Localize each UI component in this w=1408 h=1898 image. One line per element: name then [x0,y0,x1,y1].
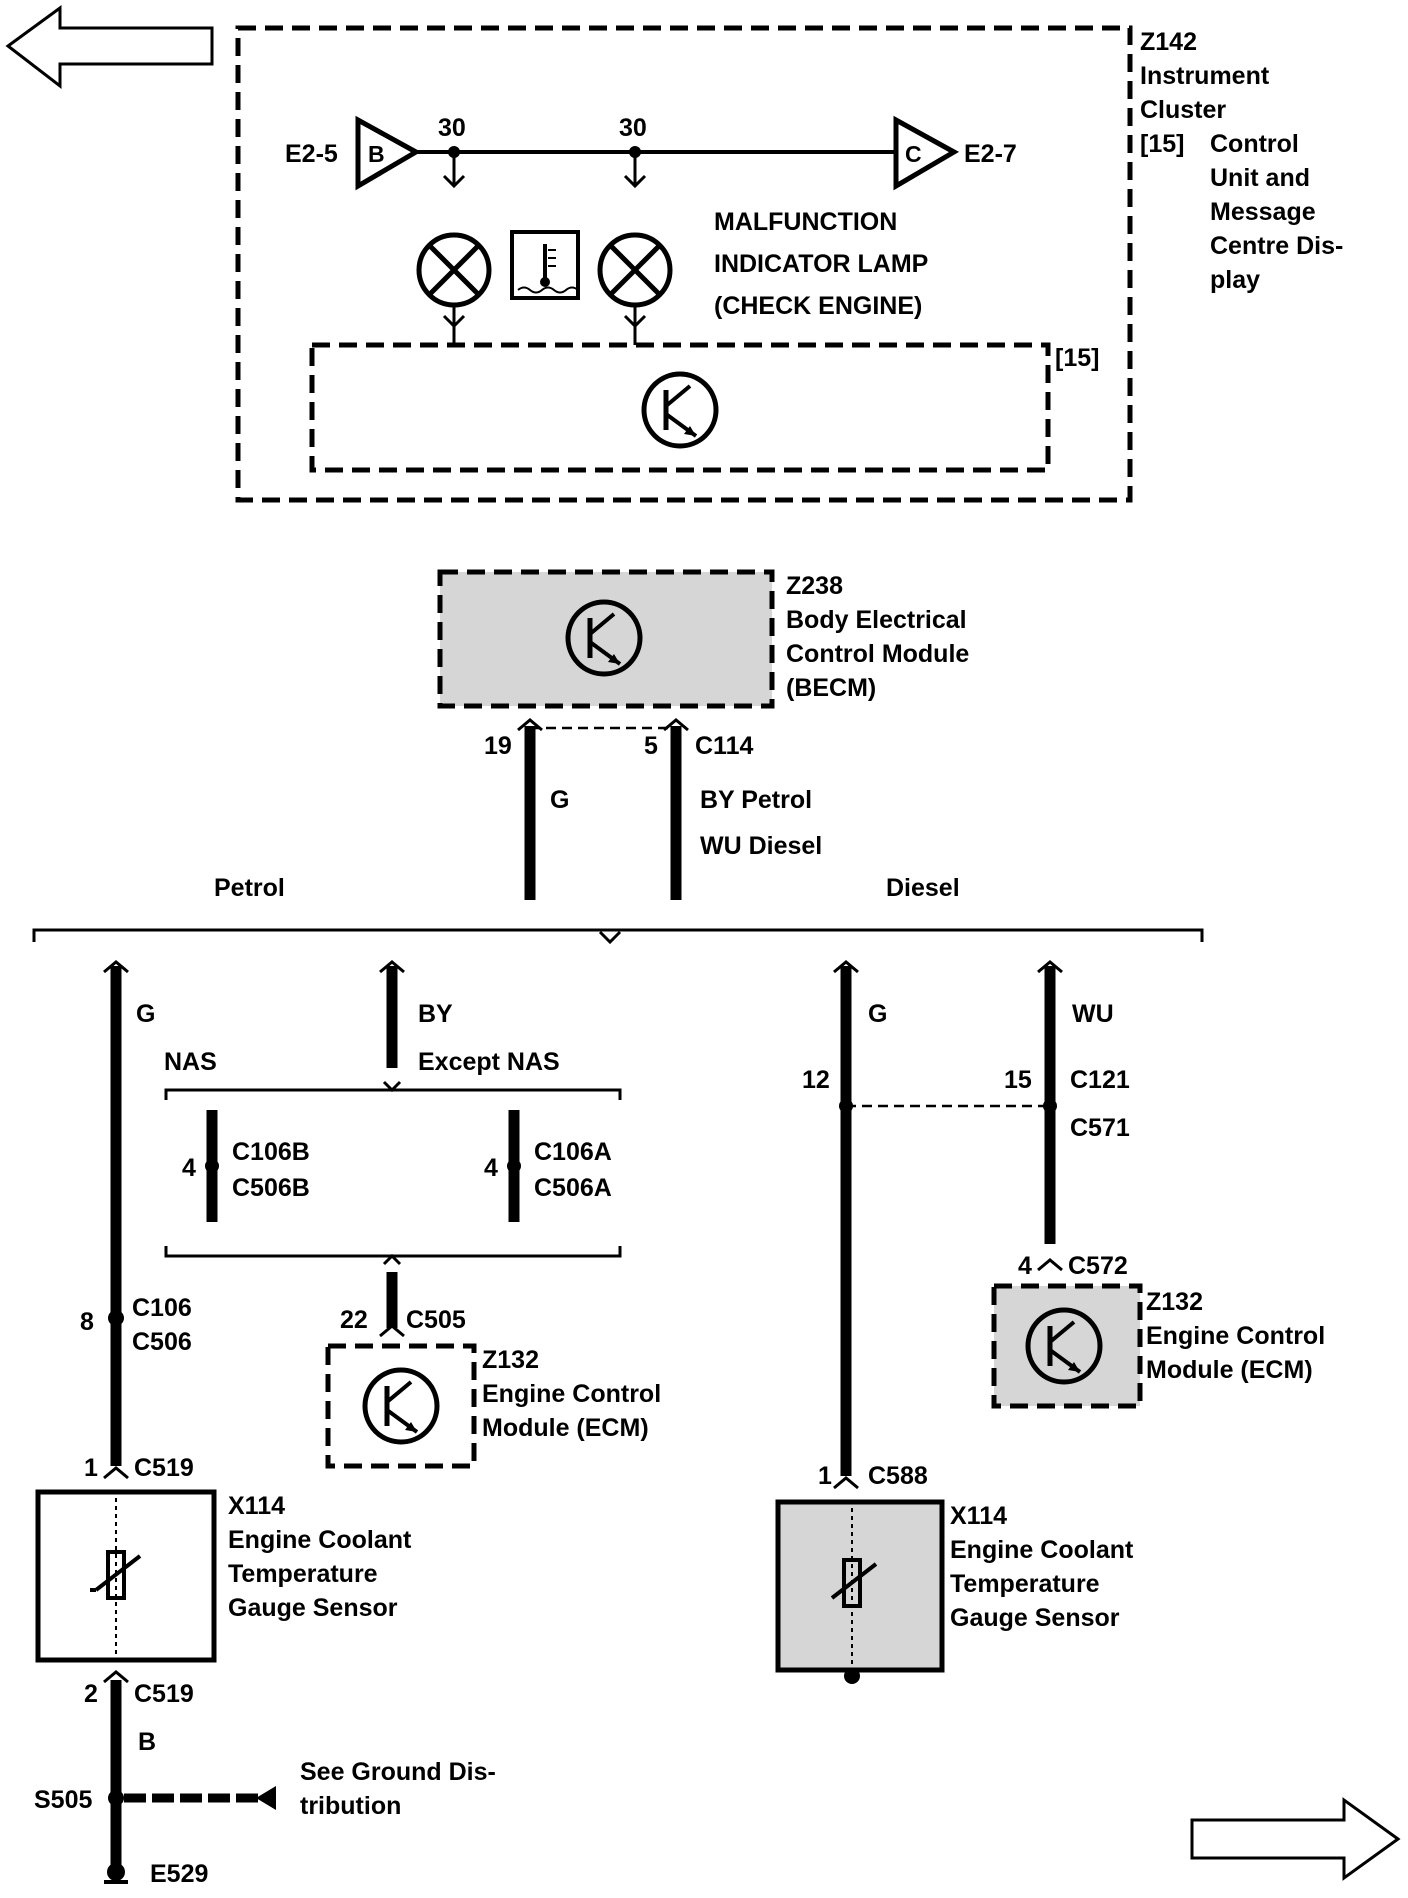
connector-e2-5: E2-5 [285,140,338,168]
diesel-ecm-line2: Module (ECM) [1146,1356,1313,1384]
connector-c588: C588 [868,1462,928,1490]
branch-petrol: Petrol [214,874,285,902]
petrol-sensor-line2: Temperature [228,1560,378,1588]
except-nas-label: Except NAS [418,1048,560,1076]
cluster-id: Z142 [1140,28,1197,56]
diesel-wire-wu: WU [1072,1000,1114,1028]
connector-c121: C121 [1070,1066,1130,1094]
diesel-ecm-id: Z132 [1146,1288,1203,1316]
connector-c505: C505 [406,1306,466,1334]
wire-wu-diesel-label: WU Diesel [700,832,822,860]
petrol-ecm-id: Z132 [482,1346,539,1374]
previous-page-arrow-icon[interactable] [5,5,214,90]
connector-c114: C114 [695,732,753,760]
petrol-ecm-line1: Engine Control [482,1380,661,1408]
connector-c506: C506 [132,1328,192,1356]
diesel-wire-g: G [868,1000,887,1028]
becm-name-line2: Control Module [786,640,969,668]
instrument-cluster-block: E2-5 B C E2-7 30 30 [235,25,1343,503]
lamp-label-line1: MALFUNCTION [714,208,897,236]
inner-ref-15: [15] [1055,344,1099,372]
connector-c572: C572 [1068,1252,1128,1280]
petrol-sensor-line1: Engine Coolant [228,1526,412,1554]
lamp-label-line2: INDICATOR LAMP [714,250,928,278]
pin-15: 15 [1004,1066,1032,1094]
lamp-icon [419,235,489,305]
lamp-icon [600,235,670,305]
cluster-name-line1: Instrument [1140,62,1270,90]
connector-c-letter: C [905,141,922,167]
transistor-module-icon [644,374,716,446]
cluster-name-line2: Cluster [1140,96,1226,124]
becm-block: Z238 Body Electrical Control Module (BEC… [437,569,969,900]
connector-b-icon [355,115,422,191]
variant-split: Petrol Diesel [32,874,1204,945]
connector-c519-top: C519 [134,1454,194,1482]
petrol-ecm-line2: Module (ECM) [482,1414,649,1442]
pin-1-c588: 1 [818,1462,832,1490]
becm-id: Z238 [786,572,843,600]
nas-label: NAS [164,1048,217,1076]
pin-22: 22 [340,1306,368,1334]
lamp-label-line3: (CHECK ENGINE) [714,292,922,320]
splice-icon [108,1790,124,1806]
pin-30-left: 30 [438,114,466,142]
splice-s505: S505 [34,1786,92,1814]
connector-c506b: C506B [232,1174,310,1202]
petrol-sensor-id: X114 [228,1492,285,1520]
coolant-temperature-icon [510,230,580,300]
branch-diesel: Diesel [886,874,960,902]
pin-4-c106a: 4 [484,1154,498,1182]
connector-c519-bottom: C519 [134,1680,194,1708]
pin-19: 19 [484,732,512,760]
connector-c106b: C106B [232,1138,310,1166]
connector-c-icon [893,115,960,191]
wire-g-label: G [550,786,569,814]
diesel-circuit: G WU 12 15 C121 C571 4 C572 Z132 Engine … [775,960,1325,1684]
pin-4-c106b: 4 [182,1154,196,1182]
petrol-wire-by: BY [418,1000,453,1028]
cluster-sub-line1: Control [1210,130,1299,158]
cluster-sub-line5: play [1210,266,1260,294]
petrol-sensor-line3: Gauge Sensor [228,1594,398,1622]
wire-b-label: B [138,1728,156,1756]
next-page-arrow-icon[interactable] [1190,1797,1401,1881]
diesel-sensor-line3: Gauge Sensor [950,1604,1120,1632]
diesel-sensor-line1: Engine Coolant [950,1536,1134,1564]
petrol-wire-g: G [136,1000,155,1028]
transistor-module-icon [365,1370,437,1442]
cluster-sub-ref: [15] [1140,130,1184,158]
thermistor-sensor-icon [830,1508,878,1684]
petrol-circuit: G 8 C106 C506 BY NAS Except NAS 4 C106B … [34,960,661,1888]
diesel-sensor-id: X114 [950,1502,1007,1530]
pin-30-right: 30 [619,114,647,142]
ground-ref-line1: See Ground Dis- [300,1758,496,1786]
diesel-ecm-line1: Engine Control [1146,1322,1325,1350]
ground-ref-line2: tribution [300,1792,401,1820]
pin-2-c519: 2 [84,1680,98,1708]
connector-c106a: C106A [534,1138,612,1166]
cluster-sub-line3: Message [1210,198,1316,226]
wire-by-petrol-label: BY Petrol [700,786,812,814]
pin-5: 5 [644,732,658,760]
cluster-sub-line2: Unit and [1210,164,1310,192]
thermistor-sensor-icon [90,1498,142,1654]
ground-e529: E529 [150,1860,208,1888]
connector-e2-7: E2-7 [964,140,1017,168]
connector-c106: C106 [132,1294,192,1322]
pin-4-c572: 4 [1018,1252,1032,1280]
pin-1-c519: 1 [84,1454,98,1482]
connector-c506a: C506A [534,1174,612,1202]
becm-name-line1: Body Electrical [786,606,967,634]
diesel-sensor-line2: Temperature [950,1570,1100,1598]
ground-icon [104,1863,128,1884]
pin-8: 8 [80,1308,94,1336]
cluster-sub-line4: Centre Dis- [1210,232,1343,260]
connector-b-letter: B [368,141,385,167]
pin-12: 12 [802,1066,830,1094]
becm-name-line3: (BECM) [786,674,876,702]
connector-c571: C571 [1070,1114,1130,1142]
